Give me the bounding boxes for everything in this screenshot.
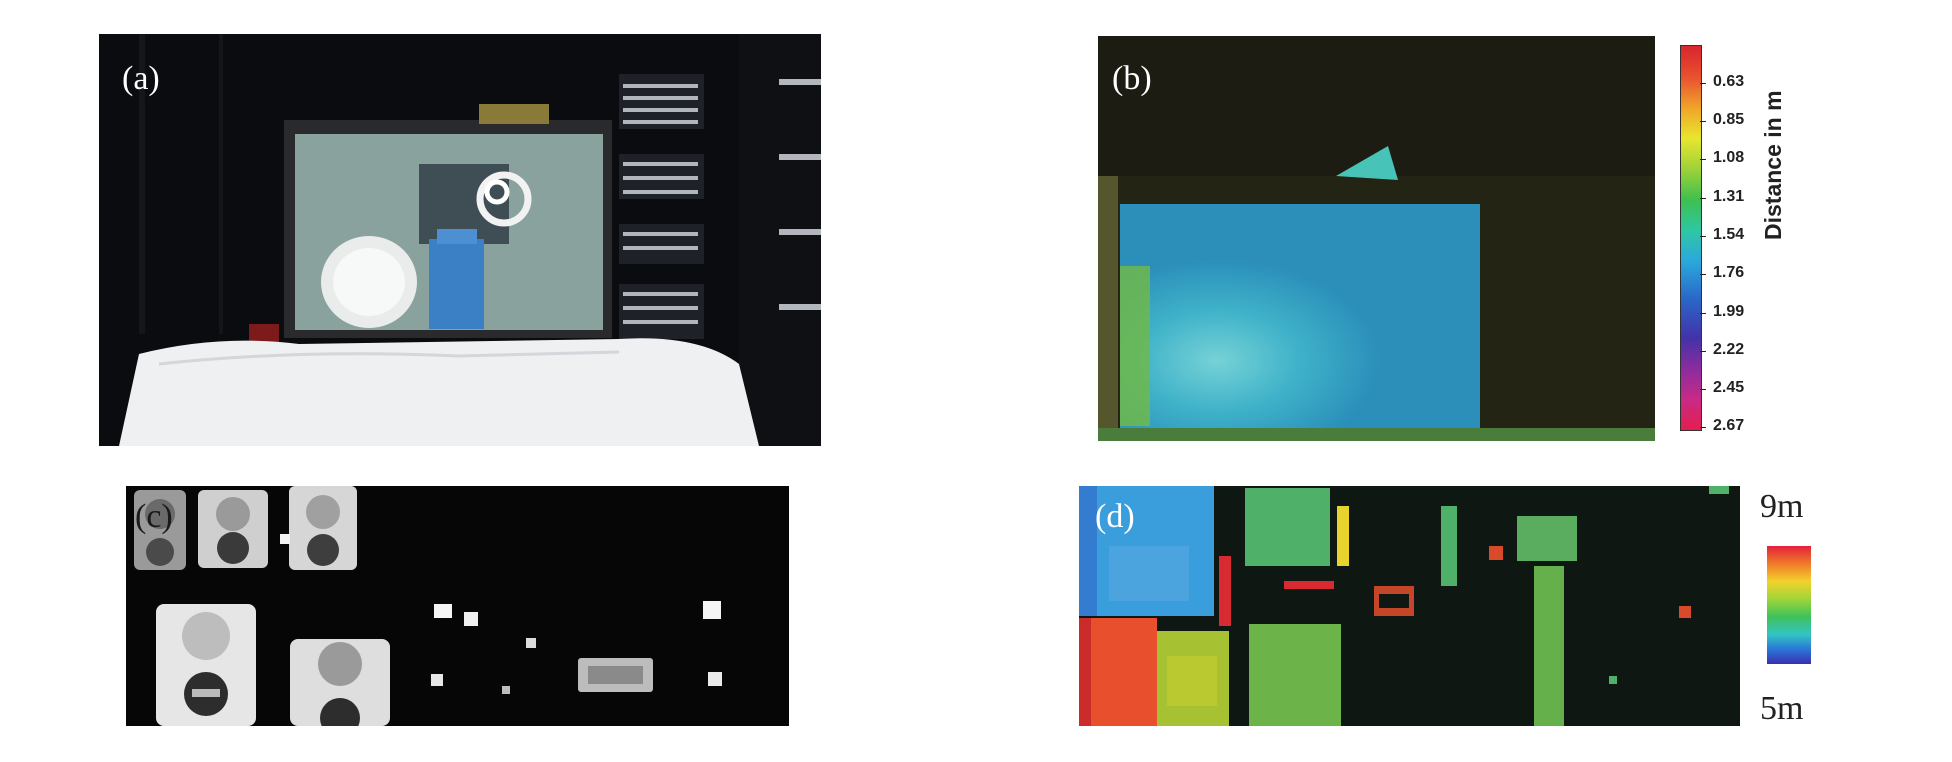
colorbar-tick-mark <box>1700 274 1706 275</box>
colorbar-tick-mark <box>1700 427 1706 428</box>
panel-label-d: (d) <box>1095 498 1135 535</box>
panel-label-c: (c) <box>135 498 173 535</box>
colorbar-tick-mark <box>1700 313 1706 314</box>
colorbar-tick-mark <box>1700 83 1706 84</box>
intensity-panel-c: (c) <box>126 486 789 726</box>
colorbar-bottom-label: 5m <box>1760 690 1804 727</box>
colorbar-tick-label: 1.76 <box>1713 264 1745 281</box>
colorbar-title: Distance in m <box>1760 90 1786 240</box>
colorbar-tick-label: 2.67 <box>1713 417 1745 434</box>
colorbar-distance <box>1680 45 1702 431</box>
colorbar-tick-label: 1.54 <box>1713 226 1745 243</box>
colorbar-tick-label: 0.63 <box>1713 73 1745 90</box>
colorbar-tick-mark <box>1700 389 1706 390</box>
panel-label-a: (a) <box>122 60 160 97</box>
panel-label-b: (b) <box>1112 60 1152 97</box>
colorbar-tick-mark <box>1700 121 1706 122</box>
colorbar-tick-mark <box>1700 236 1706 237</box>
colorbar-tick-mark <box>1700 351 1706 352</box>
colorbar-tick-label: 0.85 <box>1713 111 1745 128</box>
colorbar-tick-label: 1.31 <box>1713 188 1745 205</box>
colorbar-depth <box>1767 546 1811 664</box>
depth-map-image-d <box>1079 486 1740 726</box>
colorbar-tick-label: 1.99 <box>1713 303 1745 320</box>
colorbar-tick-label: 1.08 <box>1713 149 1745 166</box>
photo-panel-a: (a) <box>99 34 821 446</box>
depth-panel-b: (b) <box>1098 36 1655 441</box>
colorbar-tick-mark <box>1700 159 1706 160</box>
colorbar-tick-label: 2.22 <box>1713 341 1745 358</box>
colorbar-tick-label: 2.45 <box>1713 379 1745 396</box>
colorbar-tick-mark <box>1700 198 1706 199</box>
depth-panel-d: (d) <box>1079 486 1740 726</box>
colorbar-top-label: 9m <box>1760 488 1804 525</box>
tank-scene-image <box>99 34 821 446</box>
intensity-image <box>126 486 789 726</box>
depth-map-image <box>1098 36 1655 441</box>
